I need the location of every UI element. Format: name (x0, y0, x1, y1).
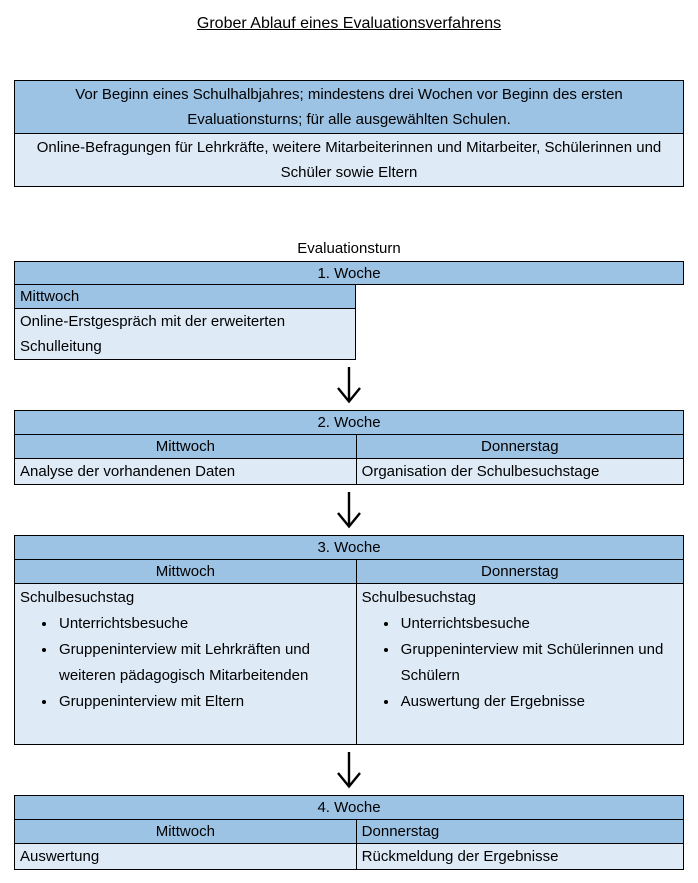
week-3-day-header-mittwoch: Mittwoch (15, 560, 356, 584)
flow-label-evaluationsturn: Evaluationsturn (297, 240, 401, 257)
week-3-mittwoch-heading: Schulbesuchstag (20, 589, 135, 606)
list-item: Auswertung der Ergebnisse (399, 689, 678, 715)
down-arrow-icon (337, 492, 361, 529)
week-2-day-header-mittwoch: Mittwoch (15, 435, 356, 459)
week-4-day-headers: Mittwoch Donnerstag (15, 820, 683, 844)
week-4-day-header-mittwoch: Mittwoch (15, 820, 356, 844)
week-3-mittwoch-bullet-list: Unterrichtsbesuche Gruppeninterview mit … (20, 611, 351, 715)
week-2-table: 2. Woche Mittwoch Donnerstag Analyse der… (14, 410, 684, 485)
week-4-header: 4. Woche (15, 796, 683, 820)
intro-action-row: Online-Befragungen für Lehrkräfte, weite… (15, 134, 683, 186)
week-3-donnerstag-bullet-list: Unterrichtsbesuche Gruppeninterview mit … (362, 611, 678, 715)
flow-arrow-3 (14, 745, 684, 795)
list-item: Gruppeninterview mit Eltern (57, 689, 351, 715)
week-2-content-row: Analyse der vorhandenen Daten Organisati… (15, 459, 683, 484)
week-1-subtable: Mittwoch Online-Erstgespräch mit der erw… (14, 285, 356, 360)
intro-condition-row: Vor Beginn eines Schulhalbjahres; mindes… (15, 81, 683, 134)
list-item: Gruppeninterview mit Lehrkräften und wei… (57, 637, 351, 689)
week-3-donnerstag-content: Schulbesuchstag Unterrichtsbesuche Grupp… (355, 584, 683, 744)
week-3-table: 3. Woche Mittwoch Donnerstag Schulbesuch… (14, 535, 684, 745)
week-2-header: 2. Woche (15, 411, 683, 435)
week-4-donnerstag-content: Rückmeldung der Ergebnisse (355, 844, 683, 869)
week-3-day-headers: Mittwoch Donnerstag (15, 560, 683, 584)
flow-arrow-1 (14, 360, 684, 410)
week-3-mittwoch-content: Schulbesuchstag Unterrichtsbesuche Grupp… (15, 584, 356, 744)
week-1-mittwoch-content: Online-Erstgespräch mit der erweiterten … (15, 309, 355, 359)
down-arrow-icon (337, 752, 361, 789)
week-2-mittwoch-content: Analyse der vorhandenen Daten (15, 459, 356, 484)
list-item: Unterrichtsbesuche (57, 611, 351, 637)
week-3-donnerstag-heading: Schulbesuchstag (361, 589, 476, 606)
week-4-table: 4. Woche Mittwoch Donnerstag Auswertung … (14, 795, 684, 870)
week-2-donnerstag-content: Organisation der Schulbesuchstage (355, 459, 683, 484)
week-1-table: 1. Woche Mittwoch Online-Erstgespräch mi… (14, 261, 684, 360)
week-4-content-row: Auswertung Rückmeldung der Ergebnisse (15, 844, 683, 869)
week-4-mittwoch-content: Auswertung (15, 844, 356, 869)
intro-box: Vor Beginn eines Schulhalbjahres; mindes… (14, 80, 684, 187)
week-3-header: 3. Woche (15, 536, 683, 560)
week-3-day-header-donnerstag: Donnerstag (355, 560, 683, 584)
flow-arrow-2 (14, 485, 684, 535)
list-item: Gruppeninterview mit Schülerinnen und Sc… (399, 637, 678, 689)
week-2-day-header-donnerstag: Donnerstag (355, 435, 683, 459)
week-1-header: 1. Woche (14, 261, 684, 285)
week-4-day-header-donnerstag: Donnerstag (355, 820, 683, 844)
week-3-content-row: Schulbesuchstag Unterrichtsbesuche Grupp… (15, 584, 683, 744)
week-2-day-headers: Mittwoch Donnerstag (15, 435, 683, 459)
list-item: Unterrichtsbesuche (399, 611, 678, 637)
page-title: Grober Ablauf eines Evaluationsverfahren… (196, 15, 502, 32)
down-arrow-icon (337, 367, 361, 404)
week-1-day-header-mittwoch: Mittwoch (15, 285, 355, 309)
